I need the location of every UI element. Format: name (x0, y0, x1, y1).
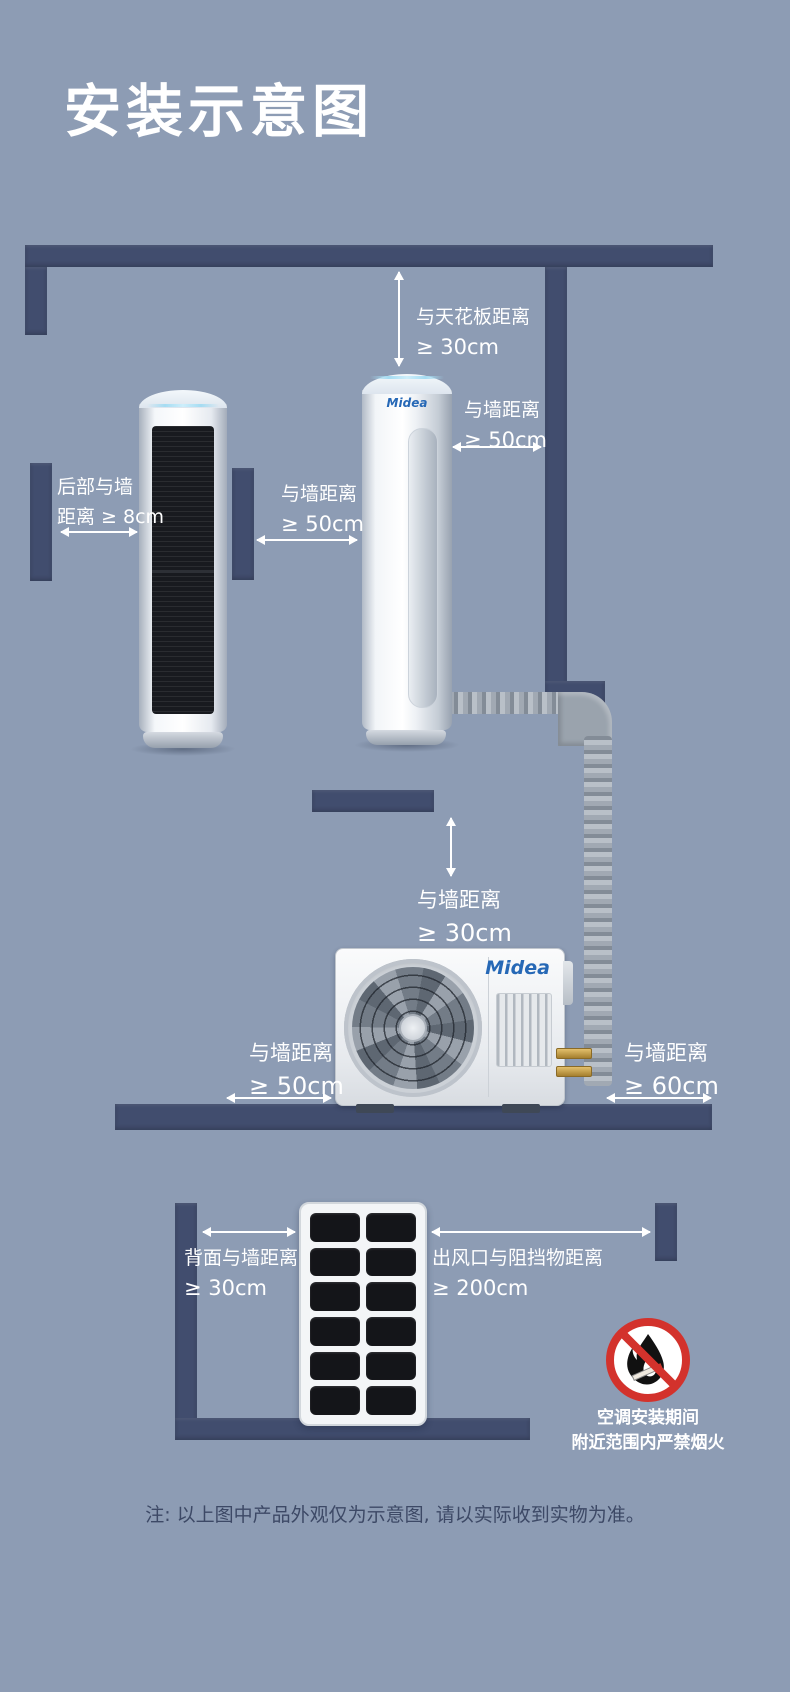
indoor-unit-1-front-grille (152, 426, 214, 714)
indoor-unit-2-top-cap (362, 374, 452, 394)
fan-hub (399, 1014, 427, 1042)
indoor-unit-dark (139, 390, 227, 748)
outdoor-side-vents (496, 993, 552, 1067)
grille-cell (366, 1247, 416, 1277)
middle-wall-stub (232, 468, 254, 580)
grille-cell (310, 1282, 360, 1311)
right-wall (545, 267, 567, 703)
right-wall-distance-arrow (452, 442, 542, 452)
grille-cell (366, 1213, 416, 1242)
ceiling-wall (25, 245, 713, 267)
indoor-unit-1-top-cap (139, 390, 227, 408)
no-fire-icon (606, 1318, 690, 1402)
grille-cell (366, 1386, 416, 1415)
refrigerant-valve-bottom (556, 1066, 592, 1077)
outdoor-side-bracket (563, 961, 573, 1005)
left-wall-stub (25, 267, 47, 335)
outdoor-left-distance-arrow (226, 1093, 332, 1103)
rear-wall-distance-label: 后部与墙 距离 ≥ 8cm (57, 476, 165, 528)
outdoor-unit-top-view (299, 1202, 427, 1426)
outdoor-ceiling-bar (312, 790, 434, 812)
between-units-distance-arrow (256, 535, 358, 545)
rear-wall-distance-arrow (60, 527, 138, 537)
refrigerant-pipe-horizontal (440, 692, 574, 714)
indoor-unit-white: Midea (362, 374, 452, 745)
bottom-floor (175, 1418, 530, 1440)
outdoor-panel-divider (488, 957, 489, 1097)
bottom-right-wall-stub (655, 1203, 677, 1261)
refrigerant-valve-top (556, 1048, 592, 1059)
ceiling-distance-label: 与天花板距离 ≥ 30cm (416, 306, 531, 359)
outdoor-foot-right (502, 1104, 540, 1113)
outdoor-unit: Midea (335, 948, 573, 1113)
grille-cell (366, 1351, 416, 1381)
refrigerant-pipe-vertical (584, 736, 612, 1086)
air-outlet-distance-arrow (431, 1227, 651, 1237)
page-title: 安装示意图 (64, 79, 374, 145)
brand-logo: Midea (386, 396, 428, 410)
grille-cell (310, 1386, 360, 1415)
grille-cell (310, 1316, 360, 1346)
grille-cell (310, 1247, 360, 1277)
bottom-left-wall (175, 1203, 197, 1440)
indoor-unit-2-base (366, 730, 446, 745)
outdoor-top-distance-label: 与墙距离 ≥ 30cm (417, 888, 512, 947)
outdoor-shelf (115, 1104, 712, 1130)
indoor-unit-1-base (143, 732, 223, 748)
rear-wall-stub (30, 463, 52, 581)
outdoor-foot-left (356, 1104, 394, 1113)
indoor-unit-2-body (362, 390, 452, 730)
back-to-wall-distance-arrow (202, 1227, 296, 1237)
grille-cell (310, 1351, 360, 1381)
grille-cell (366, 1282, 416, 1311)
grille-cell (366, 1316, 416, 1346)
indoor-unit-2-glow-ring (370, 376, 444, 379)
outdoor-left-distance-label: 与墙距离 ≥ 50cm (249, 1041, 344, 1100)
grille-cell (310, 1213, 360, 1242)
disclaimer-note: 注: 以上图中产品外观仅为示意图, 请以实际收到实物为准。 (145, 1504, 645, 1526)
ceiling-distance-arrow (394, 271, 404, 367)
back-to-wall-distance-label: 背面与墙距离 ≥ 30cm (184, 1247, 299, 1300)
between-units-distance-label: 与墙距离 ≥ 50cm (281, 483, 364, 536)
indoor-unit-2-side-panel (408, 428, 438, 708)
indoor-unit-1-glow-ring (147, 404, 219, 407)
air-outlet-distance-label: 出风口与阻挡物距离 ≥ 200cm (432, 1247, 604, 1300)
outdoor-right-distance-arrow (606, 1093, 712, 1103)
outdoor-top-distance-arrow (446, 817, 456, 877)
brand-logo: Midea (485, 957, 550, 979)
fire-warning-text: 空调安装期间 附近范围内严禁烟火 (571, 1408, 725, 1453)
